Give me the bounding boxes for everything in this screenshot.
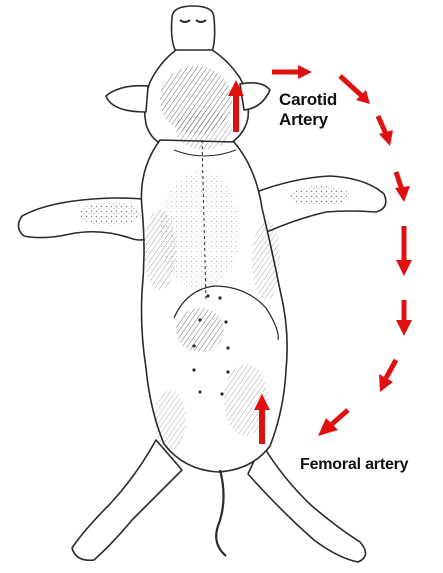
femoral-artery-label: Femoral artery (300, 455, 408, 475)
carotid-label-line2: Artery (279, 110, 337, 130)
left-hind-leg (72, 440, 182, 560)
right-ear (240, 83, 270, 110)
carotid-artery-label: Carotid Artery (279, 90, 337, 130)
snout (172, 6, 215, 52)
carotid-label-line1: Carotid (279, 90, 337, 110)
tail (216, 470, 226, 556)
left-ear (106, 86, 148, 112)
